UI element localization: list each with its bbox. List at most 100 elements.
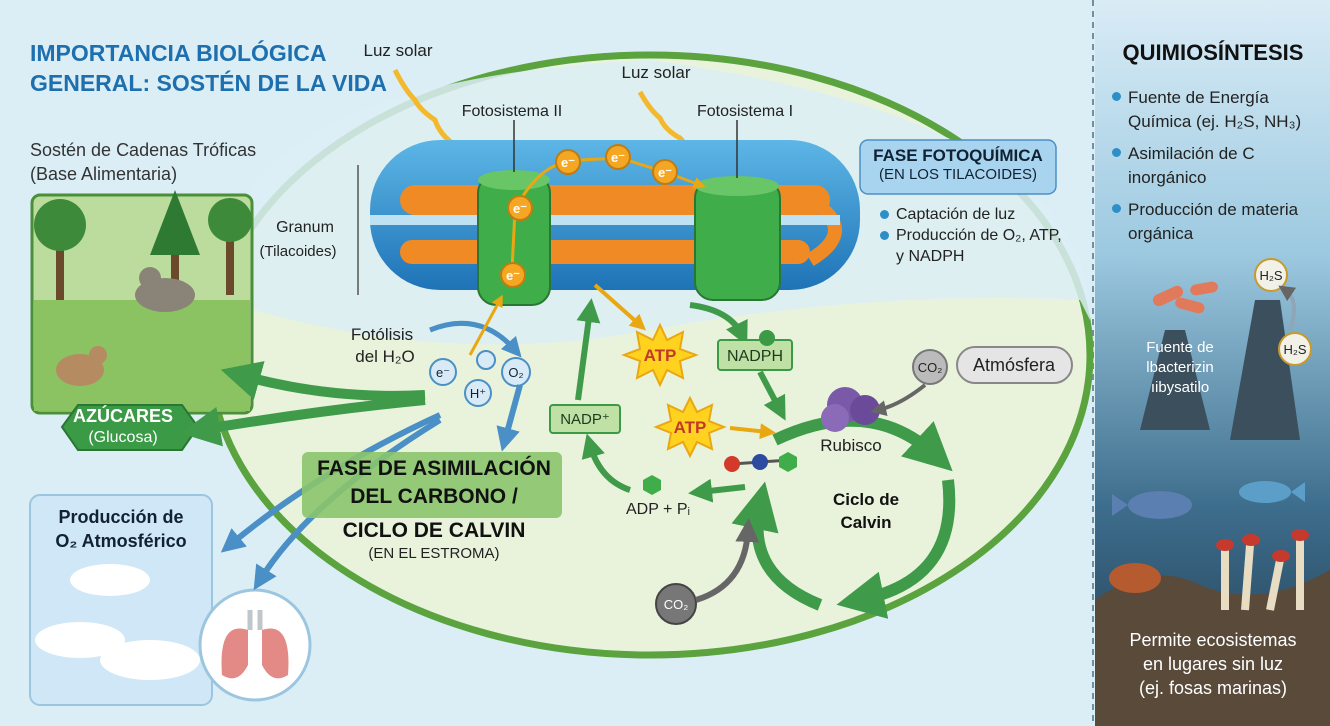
flow-to-sugars: [180, 395, 426, 447]
photosystem-1: [694, 120, 781, 301]
main-title-line-2: GENERAL: SOSTÉN DE LA VIDA: [30, 70, 387, 96]
granum-label: Granum: [276, 219, 334, 236]
atp-burst-1: [621, 322, 699, 388]
bacteria-label-2: lbacterizin: [1146, 359, 1214, 376]
o2-molecule: [501, 357, 531, 387]
bacteria-icon: [1152, 281, 1218, 314]
chemosynthesis-title: QUIMIOSÍNTESIS: [1122, 40, 1304, 65]
rubisco-label: Rubisco: [820, 436, 881, 455]
photochemical-phase-heading: FASE FOTOQUÍMICA (EN LOS TILACOIDES): [862, 146, 1054, 183]
lungs-icon: [198, 588, 312, 702]
forest-scene: [30, 190, 254, 415]
co2-label-atm: CO₂: [918, 360, 943, 375]
trophic-line-1: Sostén de Cadenas Tróficas: [30, 140, 257, 160]
calvin-title: CICLO DE CALVIN: [342, 519, 526, 542]
sunlight-label-1: Luz solar: [364, 41, 433, 60]
bacteria-label-3: ıibysatilo: [1151, 379, 1209, 396]
flow-to-forest: [220, 361, 426, 401]
glucose-label: (Glucosa): [88, 429, 158, 446]
water-molecule-icon: [476, 350, 496, 370]
thylakoids-label: (Tilacoides): [260, 243, 337, 260]
assimilation-phase-heading: FASE DE ASIMILACIÓN DEL CARBONO / CICLO …: [300, 455, 568, 562]
photochemical-phase-title: FASE FOTOQUÍMICA: [873, 146, 1043, 165]
atp-burst-2: [653, 395, 727, 459]
atmosphere-pill: [956, 346, 1073, 384]
calvin-subtitle: (EN EL ESTROMA): [368, 545, 500, 562]
nadph-label: NADPH: [727, 348, 783, 365]
co2-molecule-input: [655, 583, 697, 625]
h2s-bubble: [1278, 332, 1312, 366]
nadph-box: [717, 339, 793, 371]
assimilation-banner: [302, 452, 562, 518]
o2-label: O₂: [508, 365, 523, 380]
atmosphere-label: Atmósfera: [973, 355, 1056, 375]
photochemical-list: Captación de luz Producción de O₂, ATP, …: [880, 204, 1065, 267]
chemosynthesis-list: Fuente de Energía Química (ej. H₂S, NH₃)…: [1112, 86, 1322, 254]
hydrothermal-vent: [1140, 330, 1210, 430]
chemo-item-3: Producción de materia orgánica: [1112, 198, 1322, 246]
adp-molecule: [643, 475, 661, 495]
crab-icon: [1109, 563, 1161, 593]
calvin-cycle-label-2: Calvin: [840, 513, 891, 532]
trophic-chains-heading: Sostén de Cadenas Tróficas (Base Aliment…: [30, 138, 256, 186]
co2-label-input: CO₂: [664, 597, 689, 612]
carbon-chain-molecule: [724, 452, 797, 472]
deep-sea-line-2: en lugares sin luz: [1142, 654, 1284, 674]
electron-icons: [500, 144, 678, 288]
o2-production-heading: Producción de O₂ Atmosférico: [30, 505, 212, 553]
sunlight-label-2: Luz solar: [622, 63, 691, 82]
trophic-line-2: (Base Alimentaria): [30, 164, 178, 184]
main-title-line-1: IMPORTANCIA BIOLÓGICA: [30, 40, 327, 66]
h2s-label-1: H₂S: [1259, 268, 1282, 283]
assimilation-line-2: DEL CARBONO /: [350, 485, 518, 508]
electron-5: e⁻: [658, 165, 672, 180]
hydrothermal-vent: [1230, 300, 1300, 440]
nadp-box: [549, 404, 621, 434]
bacteria-label-1: Fuente de: [1146, 339, 1214, 356]
electron-1: e⁻: [506, 268, 520, 283]
atp-label-2: ATP: [674, 418, 707, 437]
o2-release-arrow: [496, 384, 523, 452]
h2s-bubble: [1254, 258, 1288, 292]
sugars-label: AZÚCARES (Glucosa): [52, 405, 194, 449]
electron-3: e⁻: [561, 155, 575, 170]
photochemical-item-1: Captación de luz: [880, 204, 1065, 225]
o2-production-line-2: O₂ Atmosférico: [55, 531, 187, 551]
chemo-item-1: Fuente de Energía Química (ej. H₂S, NH₃): [1112, 86, 1322, 134]
adp-pi-label: ADP + Pᵢ: [626, 501, 690, 518]
photochemical-phase-badge: [859, 139, 1057, 195]
electron-2: e⁻: [513, 201, 527, 216]
photolysis-label-1: Fotólisis: [351, 325, 413, 344]
fish-icon: [1239, 481, 1291, 503]
deep-sea-line-1: Permite ecosistemas: [1129, 630, 1297, 650]
electron-4: e⁻: [611, 150, 625, 165]
nadph-molecule: [759, 330, 775, 346]
deep-sea-line-3: (ej. fosas marinas): [1138, 678, 1288, 698]
photochemical-item-2: Producción de O₂, ATP, y NADPH: [880, 225, 1065, 267]
h2s-label-2: H₂S: [1283, 342, 1306, 357]
sky-panel: [29, 494, 213, 706]
calvin-cycle-label-1: Ciclo de: [833, 490, 899, 509]
nadp-label: NADP⁺: [560, 411, 610, 428]
chemosynthesis-panel: H₂S H₂S Fuente de lbacterizin ıibysatilo: [1092, 0, 1330, 726]
sugars-title: AZÚCARES: [72, 406, 173, 426]
photosystem-2-label: Fotosistema II: [462, 103, 562, 120]
main-title: IMPORTANCIA BIOLÓGICA GENERAL: SOSTÉN DE…: [30, 38, 387, 98]
tube-worms-icon: [1221, 540, 1304, 611]
photosystem-1-label: Fotosistema I: [697, 103, 793, 120]
h-plus-label: H⁺: [470, 386, 486, 401]
fish-icon: [1128, 491, 1192, 519]
electron-photolysis: [429, 358, 457, 386]
atp-label-1: ATP: [644, 346, 677, 365]
co2-molecule-atm: [912, 349, 948, 385]
photochemical-phase-subtitle: (EN LOS TILACOIDES): [878, 166, 1038, 183]
deep-sea-caption: Permite ecosistemas en lugares sin luz (…: [1096, 628, 1330, 700]
photolysis-arrow: [429, 320, 522, 358]
photolysis-label-2: del H₂O: [355, 347, 415, 366]
photolysis-electron-label: e⁻: [436, 365, 450, 380]
chemo-item-2: Asimilación de C inorgánico: [1112, 142, 1322, 190]
rabbit-icon: [56, 354, 104, 386]
adp-arrow: [688, 478, 746, 503]
o2-production-line-1: Producción de: [58, 507, 184, 527]
